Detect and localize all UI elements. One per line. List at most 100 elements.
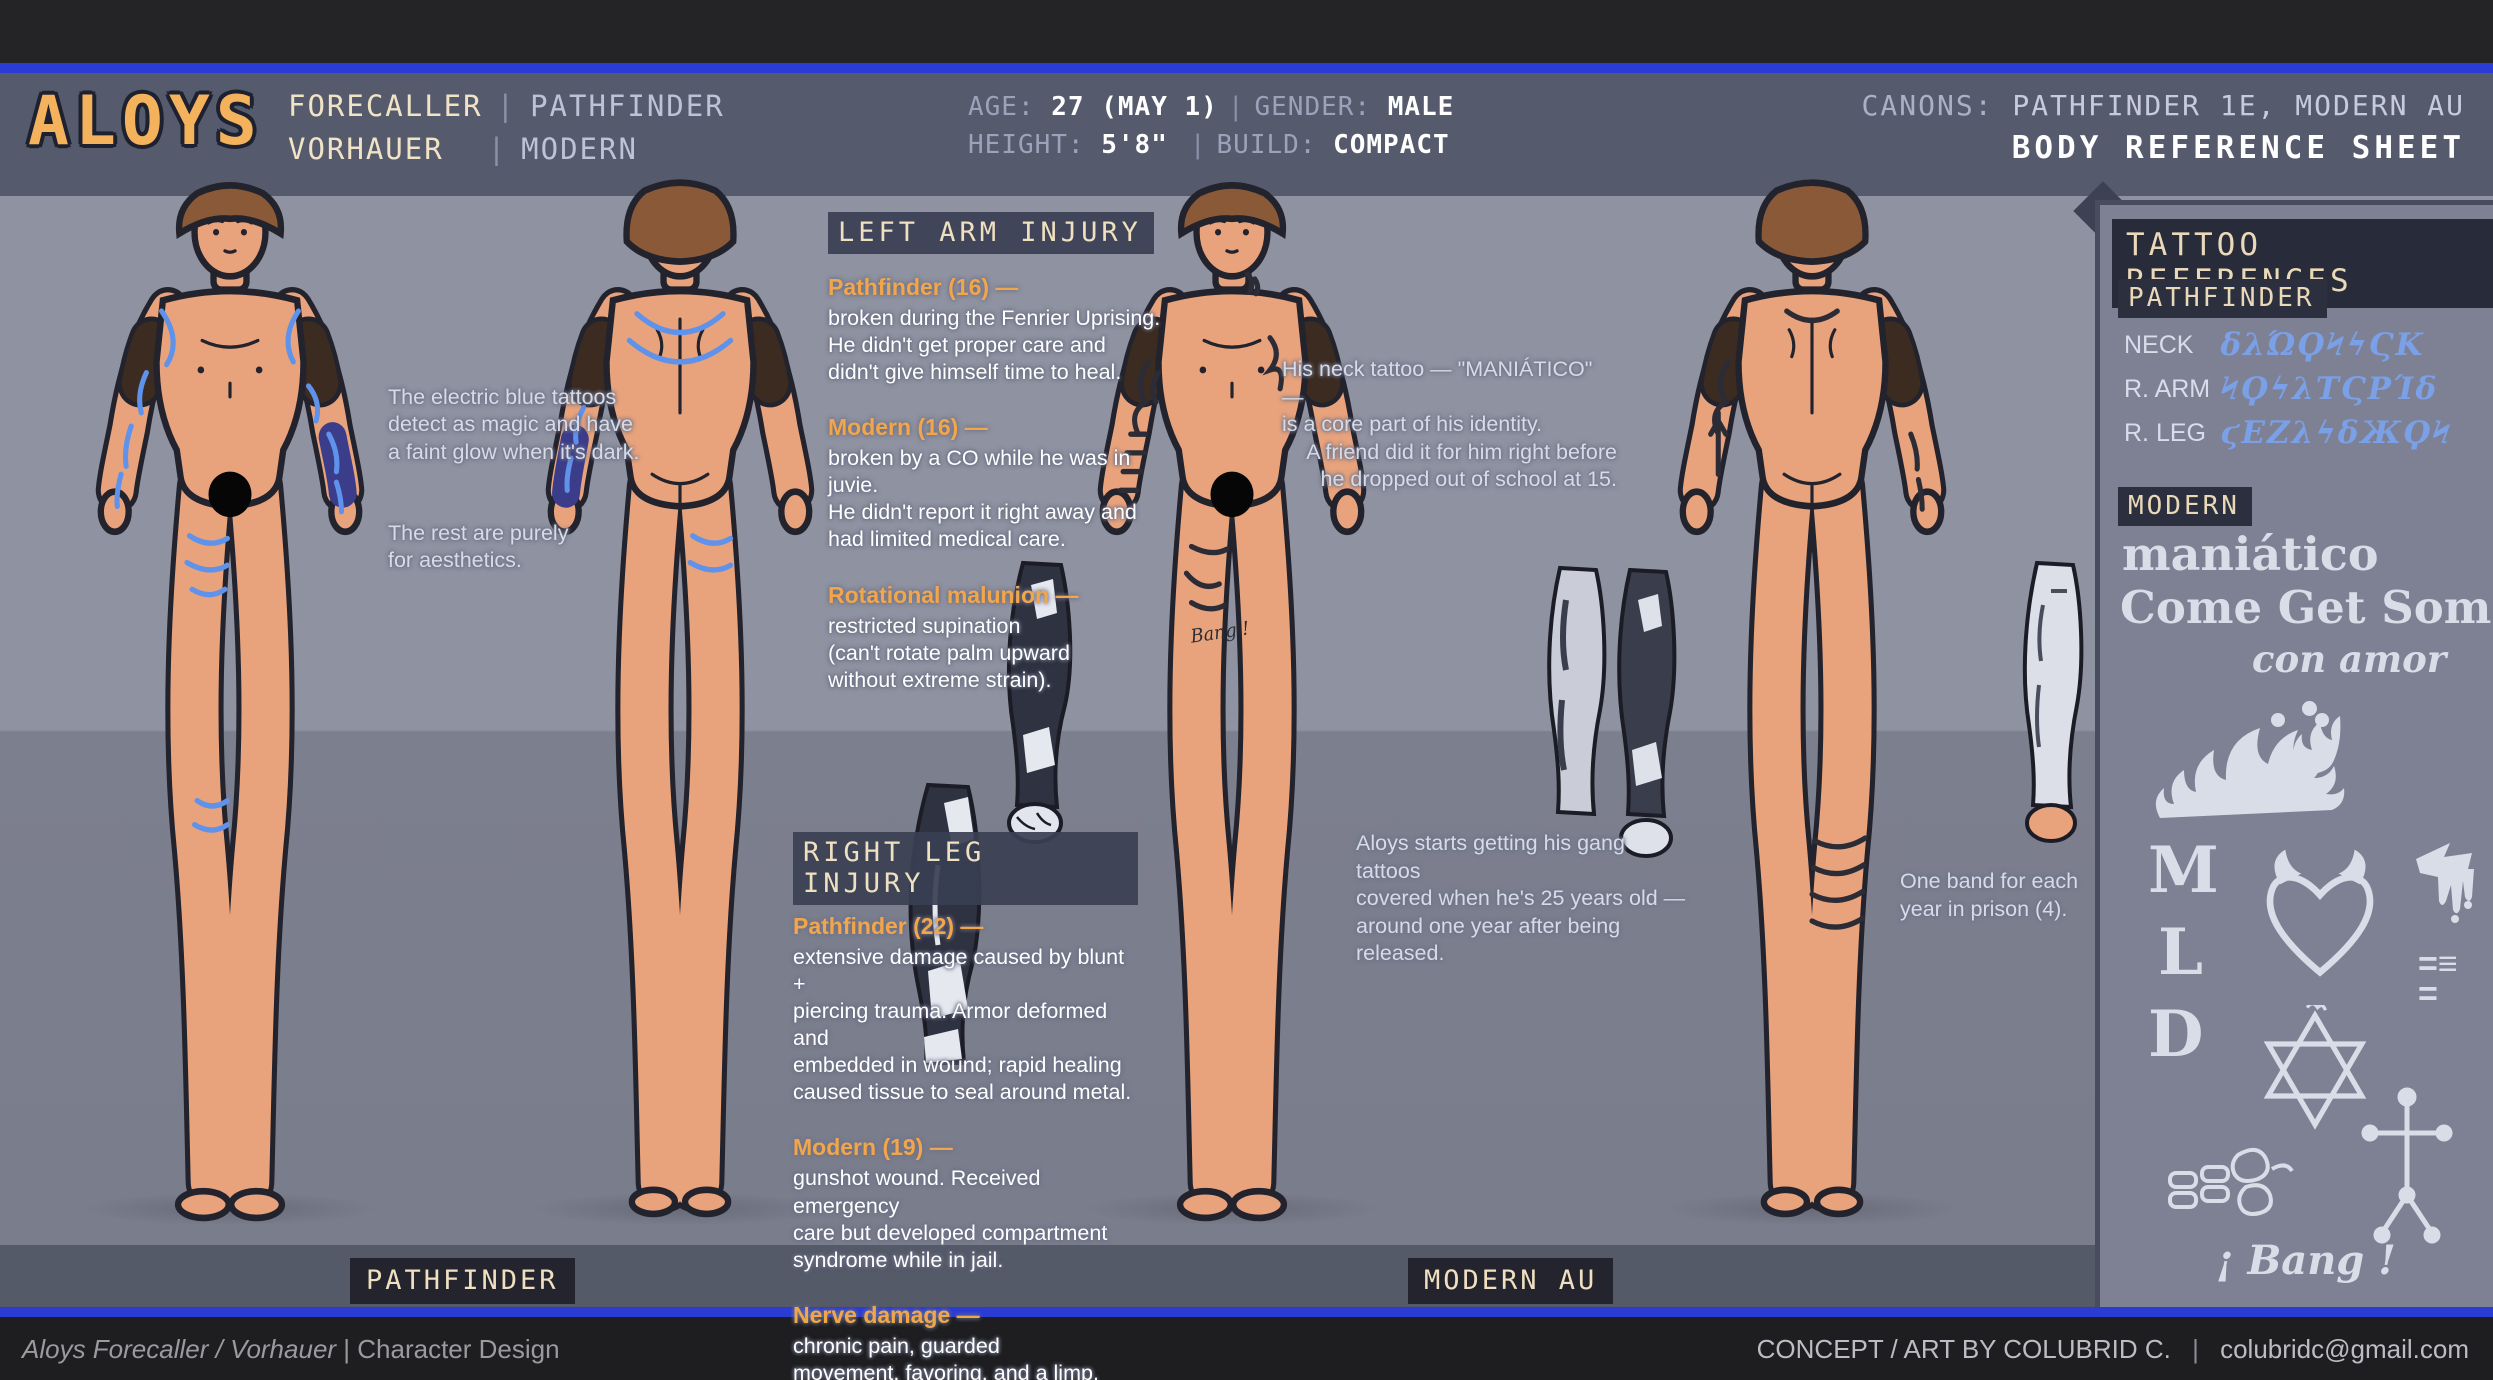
- gang-tattoos-back: [1708, 308, 1925, 930]
- figure-modern-front: Bang !: [1042, 172, 1422, 1242]
- figure-pathfinder-back: [490, 172, 870, 1242]
- injury-heading: Pathfinder (22) —: [793, 913, 984, 939]
- fantasy-script-glyphs: δλΏϘϞϟϚΚ: [2220, 327, 2425, 363]
- tattoo-word-bang: ¡ Bang !: [2216, 1237, 2396, 1284]
- canon-modern: MODERN: [521, 132, 638, 166]
- injury-body: broken during the Fenrier Uprising. He d…: [828, 306, 1161, 385]
- body-part-label: R. ARM: [2124, 374, 2211, 403]
- left-arm-injury-title: LEFT ARM INJURY: [828, 212, 1154, 254]
- header-name-row-1: FORECALLER | PATHFINDER: [288, 85, 725, 128]
- body-part-label: R. LEG: [2124, 418, 2206, 447]
- sheet-title: BODY REFERENCE SHEET: [2011, 130, 2465, 166]
- glyph-row-neck: NECK δλΏϘϞϟϚΚ: [2124, 327, 2484, 363]
- top-black-bar: [0, 0, 2493, 63]
- build-value: COMPACT: [1333, 130, 1450, 160]
- height-value: 5'8": [1101, 130, 1168, 160]
- surname-vorhauer: VORHAUER: [288, 132, 444, 166]
- prison-band-tattoos: [1809, 835, 1868, 930]
- note-neck-tattoo-2: A friend did it for him right before he …: [1306, 439, 1617, 492]
- canons-label: CANONS:: [1861, 89, 1994, 122]
- injury-body: broken by a CO while he was in juvie. He…: [828, 446, 1137, 552]
- divider-pipe: |: [1227, 92, 1245, 122]
- glyph-row-leg: R. LEG ϛΕΖλϟδЖϘϞ: [2124, 415, 2484, 451]
- injury-heading: Rotational malunion —: [828, 581, 1079, 608]
- arm-study-white: [2022, 560, 2084, 843]
- magic-blue-tattoos-back: [552, 311, 734, 573]
- arm-studies-gray: [1547, 565, 1677, 858]
- canons-value: PATHFINDER 1E, MODERN AU: [2012, 89, 2465, 122]
- caption-pathfinder: PATHFINDER: [350, 1258, 575, 1304]
- header-name-row-2: VORHAUER | MODERN: [288, 128, 725, 171]
- canons-line: CANONS: PATHFINDER 1E, MODERN AU: [1862, 85, 2465, 127]
- magic-blue-tattoos: [114, 308, 357, 833]
- dripping-flag-icon: [2416, 843, 2474, 923]
- age-value: 27 (MAY 1): [1051, 92, 1218, 122]
- injury-body: restricted supination (can't rotate palm…: [828, 613, 1070, 692]
- tally-3: =: [2418, 975, 2438, 1013]
- age-label: AGE:: [968, 92, 1035, 122]
- tally-1: =: [2418, 945, 2438, 983]
- header-names: FORECALLER|PATHFINDER VORHAUER|MODERN: [288, 85, 725, 171]
- note-prison-bands: One band for each year in prison (4).: [1900, 869, 2079, 921]
- injury-heading: Modern (16) —: [828, 414, 988, 441]
- injury-body: gunshot wound. Received emergency care b…: [793, 1166, 1108, 1272]
- note-neck-tattoo-1: His neck tattoo — "MANIÁTICO" — is a cor…: [1282, 357, 1593, 437]
- stats-row-1: AGE: 27 (MAY 1) | GENDER: MALE: [968, 88, 1454, 126]
- figure-modern-back: [1622, 172, 2002, 1242]
- right-leg-injury-title: RIGHT LEG INJURY: [793, 832, 1138, 905]
- caption-modern-au: MODERN AU: [1408, 1258, 1614, 1304]
- injury-heading: Nerve damage —: [793, 1301, 980, 1328]
- character-name-logo: ALOYS: [28, 82, 263, 161]
- figure-pathfinder-front: [40, 172, 420, 1242]
- stats-row-2: HEIGHT: 5'8" | BUILD: COMPACT: [968, 126, 1454, 164]
- tattoo-word-maniatico: maniático: [2122, 527, 2379, 581]
- injury-heading: Pathfinder (16) —: [828, 274, 1019, 300]
- height-label: HEIGHT:: [968, 130, 1085, 160]
- footer-left: Aloys Forecaller / Vorhauer | Character …: [22, 1334, 560, 1365]
- footer-credit: CONCEPT / ART BY COLUBRID C.: [1756, 1334, 2171, 1364]
- note-blue-tattoos-1: The electric blue tattoos detect as magi…: [388, 384, 640, 464]
- divider-pipe: |: [487, 132, 508, 166]
- footer-character-name: Aloys Forecaller / Vorhauer: [22, 1334, 337, 1364]
- voodoo-cross-icon: [2361, 1087, 2453, 1244]
- injury-heading: Modern (19) —: [793, 1134, 953, 1161]
- modern-section-label: MODERN: [2118, 487, 2252, 526]
- note-neck-tattoo: His neck tattoo — "MANIÁTICO" — is a cor…: [1282, 356, 1617, 494]
- horned-heart-icon: [2266, 849, 2374, 977]
- gothic-letter-m: M: [2148, 833, 2219, 908]
- header-right: CANONS: PATHFINDER 1E, MODERN AU BODY RE…: [1862, 85, 2465, 169]
- surname-forecaller: FORECALLER: [288, 89, 483, 123]
- footer-divider: |: [2192, 1334, 2199, 1364]
- tattoo-word-con-amor: con amor: [2252, 637, 2447, 681]
- note-gang-tattoos: Aloys starts getting his gang tattoos co…: [1356, 831, 1686, 966]
- gothic-letter-d: D: [2148, 997, 2204, 1072]
- divider-pipe: |: [1189, 130, 1207, 160]
- note-blue-tattoos: The electric blue tattoos detect as magi…: [388, 356, 648, 602]
- fantasy-script-glyphs: ϞϘϟλΤϚΡΊδ: [2220, 371, 2439, 407]
- bottom-accent-line: [0, 1307, 2493, 1317]
- gender-value: MALE: [1387, 92, 1455, 122]
- tally-2: ≡: [2437, 945, 2458, 983]
- flames-tattoo-icon: [2155, 713, 2345, 818]
- hexagram-icon: [2263, 1005, 2367, 1130]
- build-label: BUILD:: [1216, 130, 1317, 160]
- top-accent-line: [0, 63, 2493, 73]
- tally-marks: =≡ =: [2418, 947, 2458, 1011]
- injury-body: extensive damage caused by blunt + pierc…: [793, 945, 1132, 1105]
- injury-body: chronic pain, guarded movement, favoring…: [793, 1333, 1099, 1380]
- gothic-letter-l: L: [2158, 915, 2203, 990]
- divider-pipe: |: [496, 89, 517, 123]
- header-stats: AGE: 27 (MAY 1) | GENDER: MALE HEIGHT: 5'8…: [968, 88, 1454, 164]
- footer-bar: [0, 1317, 2493, 1380]
- gender-label: GENDER:: [1254, 92, 1372, 122]
- footer-right: CONCEPT / ART BY COLUBRID C. | colubridc…: [1757, 1334, 2469, 1365]
- fantasy-script-glyphs: ϛΕΖλϟδЖϘϞ: [2220, 415, 2453, 451]
- right-leg-injury-block: RIGHT LEG INJURY Pathfinder (22) — exten…: [793, 832, 1138, 1380]
- canon-pathfinder: PATHFINDER: [530, 89, 725, 123]
- footer-left-suffix: | Character Design: [336, 1334, 560, 1364]
- pathfinder-section-label: PATHFINDER: [2118, 279, 2327, 318]
- note-blue-tattoos-2: The rest are purely for aesthetics.: [388, 520, 569, 573]
- left-arm-injury-block: LEFT ARM INJURY Pathfinder (16) — broken…: [828, 212, 1173, 694]
